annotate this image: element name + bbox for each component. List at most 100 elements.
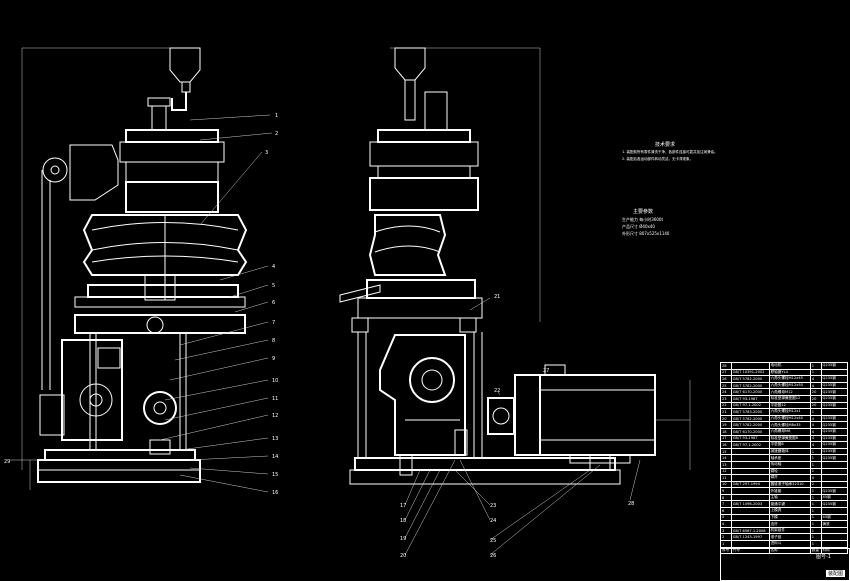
bom-cell: 10 [720, 480, 732, 489]
bom-cell: GB/T 6170-2000 [730, 427, 770, 436]
svg-text:1: 1 [275, 113, 278, 119]
bom-cell: Q235钢 [820, 375, 849, 383]
svg-text:26: 26 [490, 553, 496, 559]
bom-cell [820, 540, 849, 548]
params-title: 主要参数 [633, 209, 654, 215]
bom-cell [820, 467, 849, 476]
bom-cell: Q235钢 [820, 454, 849, 462]
bom-cell: 六角头螺栓M12x40 [768, 414, 811, 423]
bom-cell: 20 [809, 394, 822, 403]
bom-cell [730, 474, 770, 482]
bom-cell: GB/T 6170-2000 [730, 388, 770, 396]
bom-cell: 3 [720, 526, 732, 535]
bom-cell: 平垫圈12 [768, 401, 811, 410]
param-label: 外形尺寸 [622, 231, 638, 236]
bom-cell: GB/T 97.1-2002 [730, 401, 770, 410]
svg-text:20: 20 [400, 553, 406, 559]
svg-text:25: 25 [490, 538, 496, 544]
svg-text:15: 15 [272, 472, 278, 478]
svg-text:29: 29 [4, 459, 10, 465]
callouts-right: 17 18 19 20 21 22 23 24 25 26 27 28 [400, 294, 634, 559]
bom-cell: 1 [809, 507, 822, 515]
bom-cell: 16 [720, 441, 732, 449]
bom-cell: 6 [720, 507, 732, 515]
bom-cell: GB/T 1243-1997 [730, 533, 770, 542]
bom-cell: Q235钢 [820, 381, 849, 390]
bom-cell [820, 460, 849, 469]
bom-cell [730, 362, 770, 370]
svg-text:5: 5 [272, 283, 275, 289]
param-label: 产品尺寸 [622, 224, 638, 229]
bom-cell: 21 [720, 408, 732, 416]
bom-cell: 23 [720, 394, 732, 403]
bom-cell [730, 454, 770, 462]
bom-cell [730, 540, 770, 548]
bom-cell: GB/T 5783-2000 [730, 408, 770, 416]
callouts-left: 1 2 3 4 5 6 7 8 9 10 11 12 13 14 15 16 2… [4, 113, 278, 496]
bom-cell: GB/T 5782-2000 [730, 421, 770, 429]
bom-cell [730, 460, 770, 469]
bom-cell [820, 533, 849, 542]
svg-text:17: 17 [400, 503, 406, 509]
param-value: 807x525x1140 [639, 231, 670, 236]
bom-cell [730, 487, 770, 495]
bom-cell: 26 [720, 375, 732, 383]
bom-cell: 14 [720, 454, 732, 462]
bom-cell: 8 [720, 493, 732, 502]
bom-cell: 下模 [768, 513, 811, 522]
bom-cell: 主轴 [768, 493, 811, 502]
bom-cell: 铸铁 [820, 520, 849, 528]
bom-cell: 1 [809, 540, 822, 548]
bom-cell: 六角头螺栓M8x35 [768, 421, 811, 429]
bom-cell: 13 [720, 460, 732, 469]
bom-cell: 电动机 [768, 362, 811, 370]
bom-cell: 1 [809, 460, 822, 469]
bom-cell [730, 520, 770, 528]
svg-text:12: 12 [272, 413, 278, 419]
bom-cell: 4 [809, 421, 822, 429]
bom-cell: 机架组件 [768, 526, 811, 535]
bom-cell: 外锥套 [768, 487, 811, 495]
bom-cell: 滚子链 [768, 533, 811, 542]
bom-cell: 4 [809, 441, 822, 449]
bom-cell: GB/T 97.1-2002 [730, 441, 770, 449]
bom-cell: 蜗杆 [768, 474, 811, 482]
bom-cell [730, 513, 770, 522]
bom-cell: 4 [809, 414, 822, 423]
bom-header-row: 序号代号名称数量材料 [720, 546, 849, 555]
svg-text:4: 4 [272, 264, 275, 270]
tech-req-item: 1. 装配前所有零件清洗干净，各部件连接可靠并加注润滑油。 [622, 150, 718, 154]
bom-cell: 1 [809, 368, 822, 377]
bom-cell: 17 [720, 434, 732, 443]
bom-cell [820, 480, 849, 489]
bom-cell: GB/T 93-1987 [730, 434, 770, 443]
bom-cell: 六角螺母M8 [768, 427, 811, 436]
svg-text:13: 13 [272, 436, 278, 442]
bom-cell: 蜗轮 [768, 467, 811, 476]
bom-cell: 20 [809, 401, 822, 410]
right-view [339, 47, 691, 556]
bom-cell: 5 [720, 513, 732, 522]
bom-cell: 1 [809, 408, 822, 416]
bom-cell: 11 [720, 474, 732, 482]
bom-cell: 传动轴 [768, 460, 811, 469]
bom-cell: 1 [809, 447, 822, 456]
tech-req-item: 2. 装配后各运动部件转动灵活，无卡滞现象。 [622, 157, 693, 161]
bom-cell: 19 [720, 421, 732, 429]
svg-text:24: 24 [490, 518, 496, 524]
